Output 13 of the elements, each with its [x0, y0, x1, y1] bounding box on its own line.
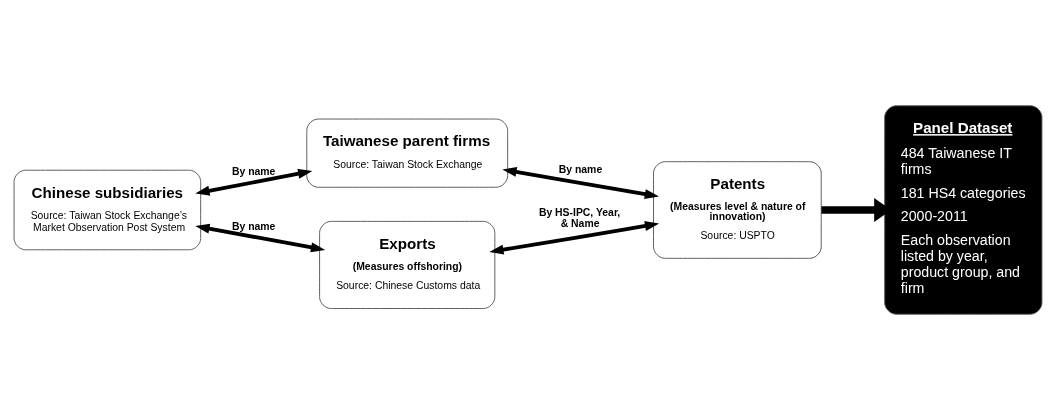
- node-box: Panel Dataset 484 Taiwanese IT firms 181 HS4 categories 2000-2011 Each observation listed by year, product group, and firm: [884, 104, 1043, 315]
- arrow: [195, 168, 313, 196]
- edge-label: By HS-IPC, Year, & Name: [538, 206, 621, 229]
- node-box: Taiwanese parent firms Source: Taiwan Stock Exchange: [306, 118, 509, 188]
- arrow: [489, 220, 660, 254]
- node-box: Exports (Measures offshoring) Source: Chinese Customs data: [319, 220, 496, 309]
- edge-label: By name: [231, 165, 276, 177]
- node-box: Patents (Measures level & nature of innovation) Source: USPTO: [653, 160, 822, 259]
- node-box: Chinese subsidiaries Source: Taiwan Stock Exchange’s Market Observation Post System: [13, 169, 202, 250]
- arrow: [195, 223, 326, 252]
- edge-label: By name: [231, 220, 276, 232]
- edge-label: By name: [558, 163, 603, 175]
- arrow: [502, 166, 659, 199]
